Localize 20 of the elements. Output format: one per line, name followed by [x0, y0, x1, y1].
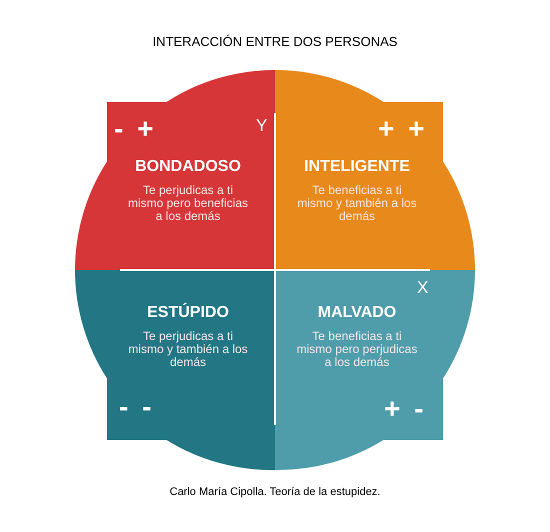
axis-label: X: [417, 279, 428, 296]
quadrant-panel: [75, 270, 275, 470]
quadrant-panel: [275, 270, 475, 470]
quadrant-title: MALVADO: [316, 304, 398, 322]
quadrant-title: INTELIGENTE: [303, 158, 411, 176]
quadrant-description: Te perjudicas a ti mismo y también a los demás: [127, 330, 249, 369]
quadrant-description: Te beneficias a ti mismo pero perjudicas a los demás: [296, 330, 418, 369]
sign-label: - -: [119, 393, 152, 421]
sign-label: + +: [378, 115, 424, 143]
quadrant-panel: [75, 70, 275, 270]
quadrant-description: Te beneficias a ti mismo y también a los demás: [296, 184, 418, 223]
quadrant-panel: [275, 70, 475, 270]
quadrant-description: Te perjudicas a ti mismo pero beneficias a los demás: [126, 184, 250, 223]
sign-label: - +: [114, 115, 154, 143]
diagram-title: INTERACCIÓN ENTRE DOS PERSONAS: [152, 34, 398, 49]
quadrant-title: ESTÚPIDO: [146, 304, 230, 322]
caption: Carlo María Cipolla. Teoría de la estupidez.: [168, 486, 382, 498]
axis-label: Y: [256, 117, 268, 134]
quadrant-title: BONDADOSO: [134, 158, 242, 176]
sign-label: + -: [384, 395, 424, 423]
